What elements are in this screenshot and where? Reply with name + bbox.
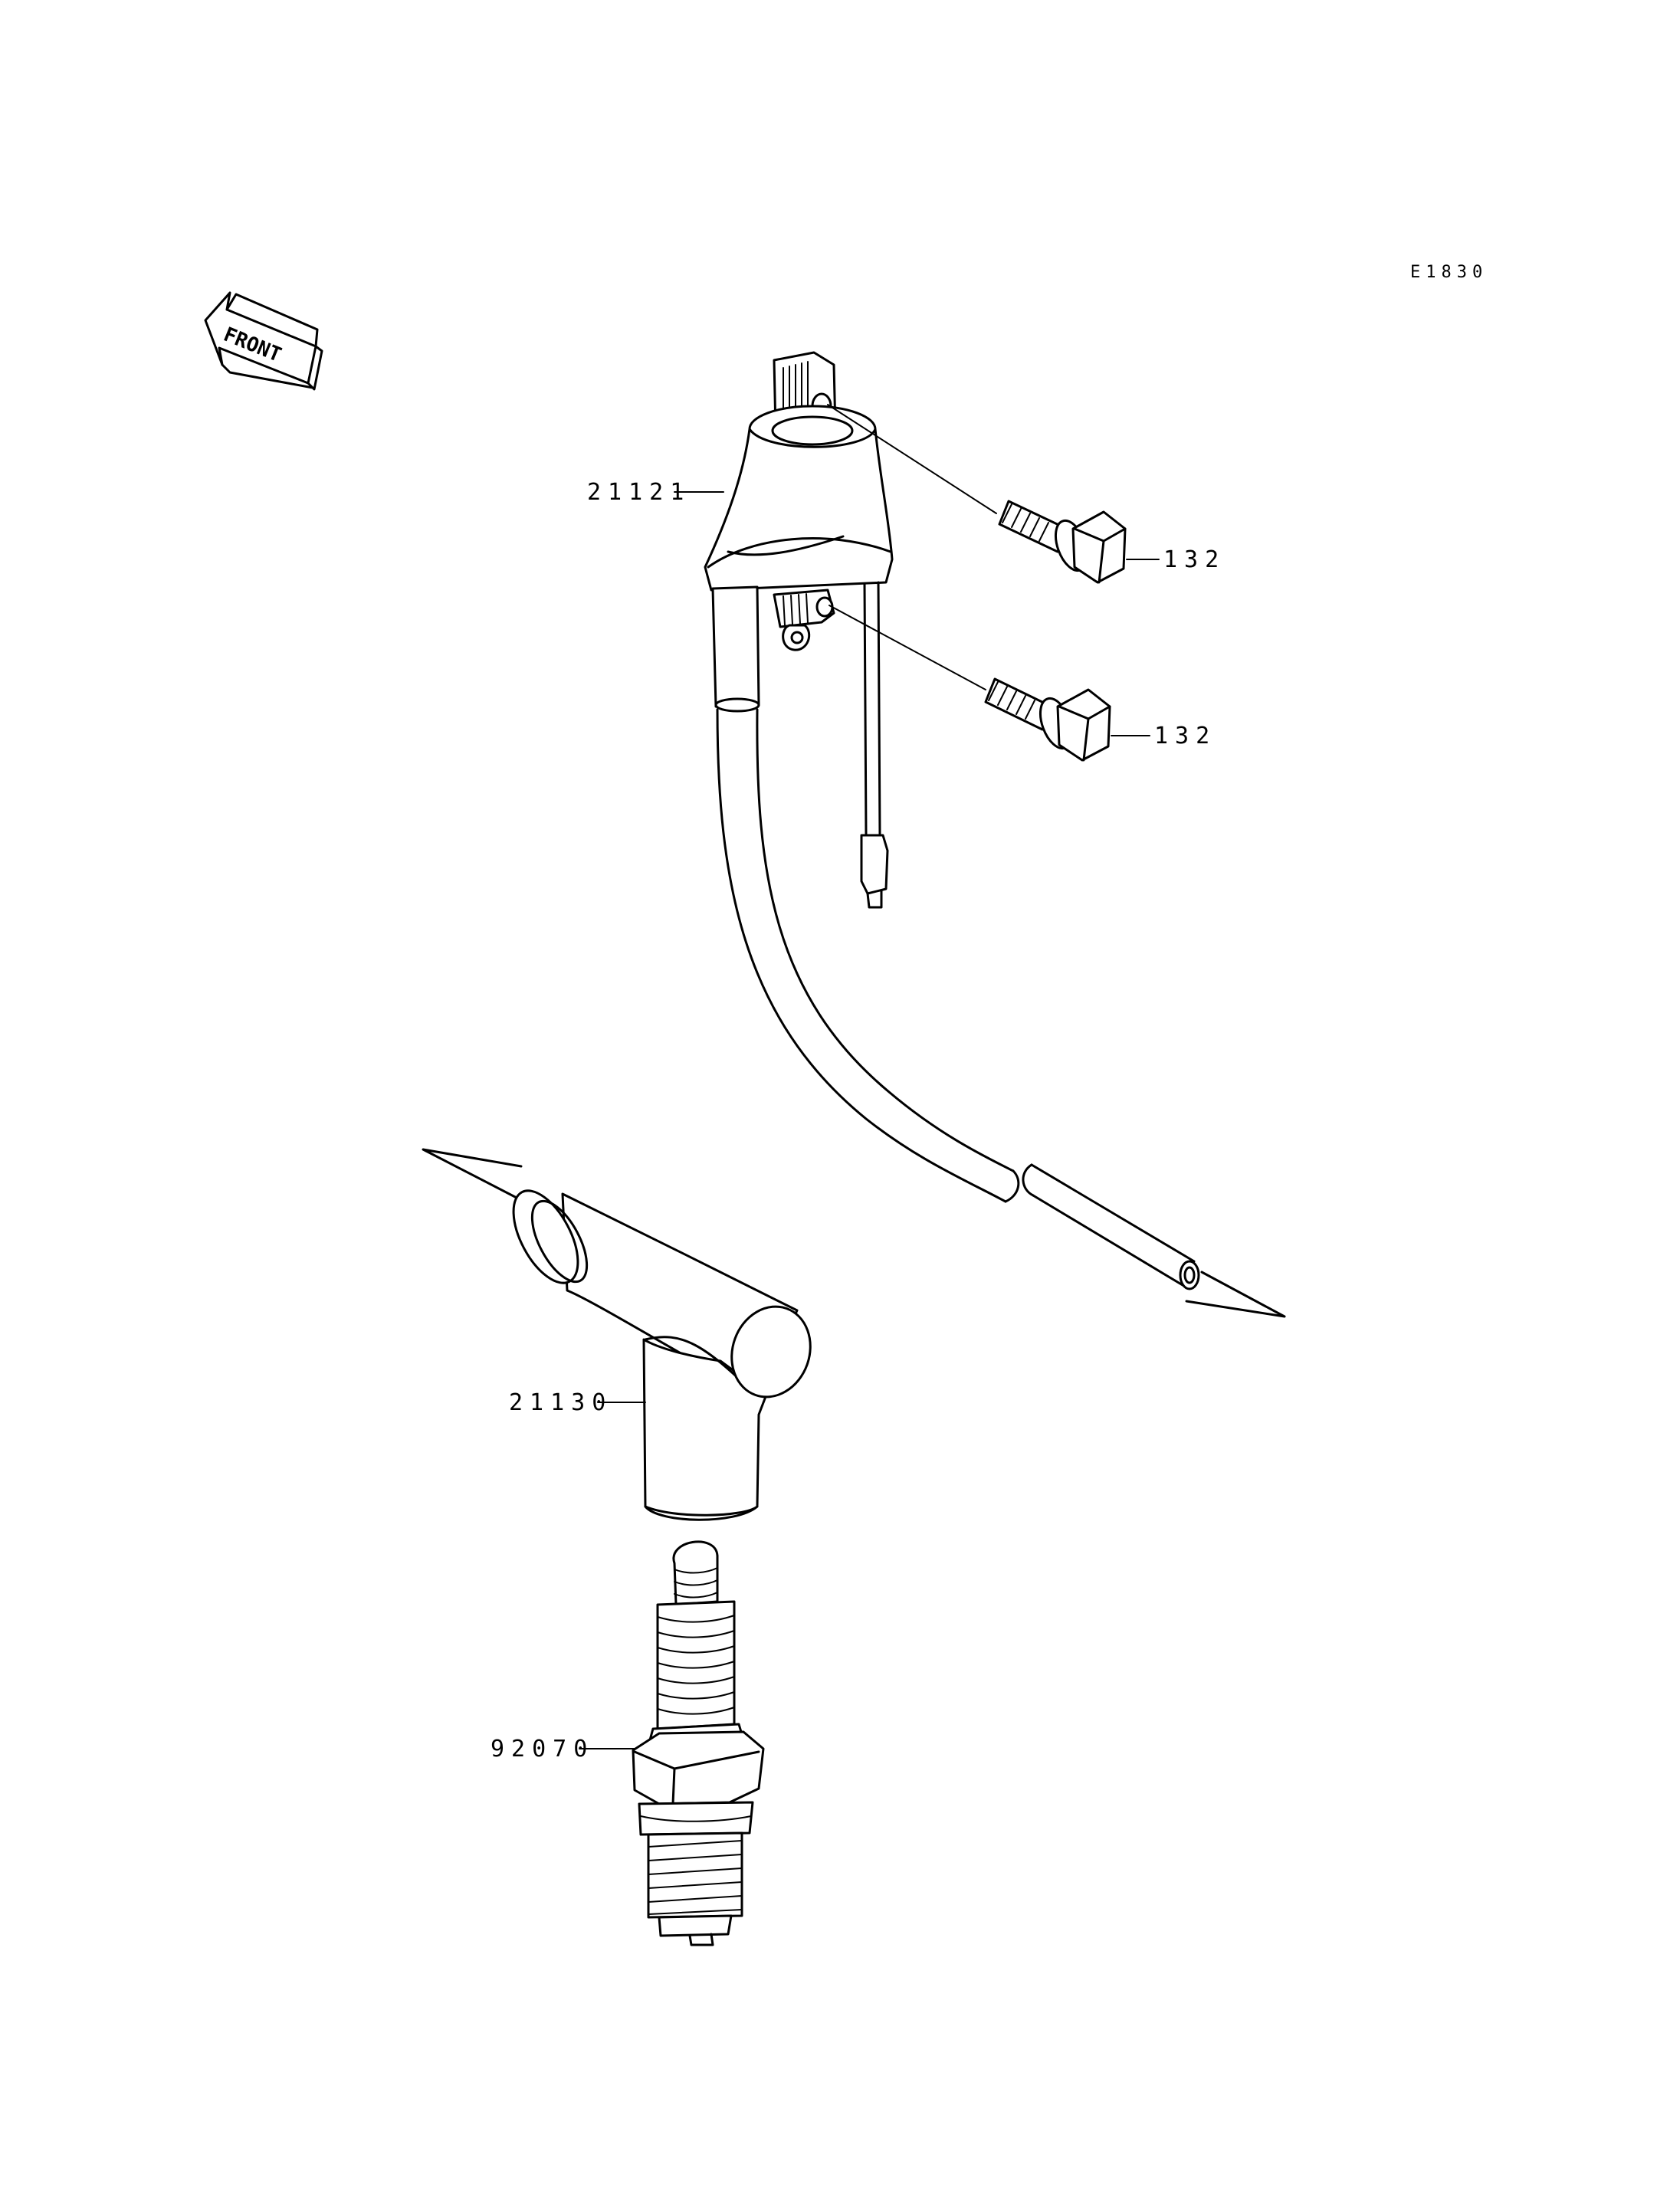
coil-bolt-upper	[827, 404, 1127, 584]
coil-bolt-lower	[829, 605, 1111, 762]
ht-lead-end	[1022, 1163, 1286, 1318]
front-arrow-icon: FRONT	[204, 291, 323, 391]
part-number-label: 21121	[587, 479, 691, 506]
part-number-label: 92070	[491, 1736, 594, 1763]
callout-21130: 21130	[509, 1389, 646, 1416]
ignition-coil	[704, 351, 1020, 1203]
callout-132-lower: 132	[1111, 723, 1216, 749]
part-number-label: 21130	[509, 1389, 612, 1416]
callout-132-upper: 132	[1126, 546, 1226, 573]
part-number-label: 132	[1163, 546, 1226, 573]
spark-plug	[632, 1540, 765, 1946]
part-number-label: 132	[1154, 723, 1216, 749]
spark-plug-cap	[512, 1189, 812, 1521]
lead-direction-arrow	[422, 1148, 523, 1200]
callout-92070: 92070	[491, 1736, 635, 1763]
callout-21121: 21121	[587, 479, 724, 506]
diagram-code: E1830	[1410, 263, 1488, 282]
